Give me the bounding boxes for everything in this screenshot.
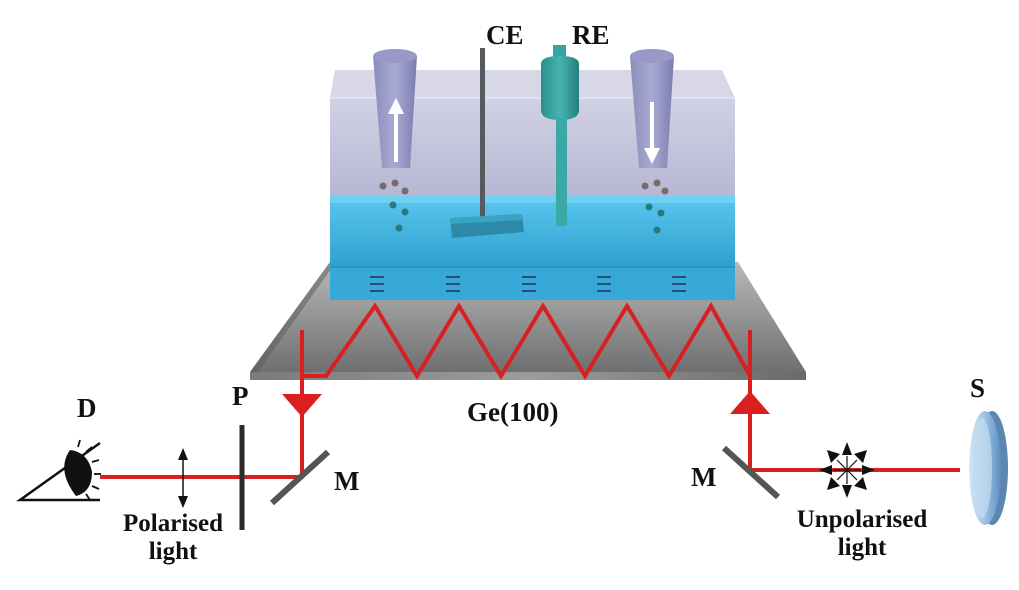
bubbles-left (379, 179, 409, 232)
cell-base-slots (370, 276, 686, 292)
outlet-tube (630, 49, 674, 168)
electrolyte-body (330, 203, 735, 268)
counter-electrode-label: CE (486, 20, 524, 50)
mirror-left (269, 449, 331, 506)
unpolarised-light-label-line1: Unpolarised (796, 506, 928, 533)
polarised-light-label-line2: light (148, 538, 198, 565)
unpolarised-light-label: Unpolarised light (780, 506, 944, 562)
inlet-tube (373, 49, 417, 168)
polarised-light-label-line1: Polarised (123, 510, 223, 537)
beam-direction-down-icon (282, 394, 322, 417)
prism-front-face (250, 372, 806, 380)
electrolyte-top (330, 196, 735, 205)
prism-left-shade (250, 262, 336, 372)
counter-electrode (450, 48, 524, 238)
beam-zigzag (300, 302, 752, 384)
detector-label: D (77, 393, 97, 423)
reference-electrode (541, 45, 579, 226)
polarised-light-label: Polarised light (108, 510, 238, 566)
substrate-label: Ge(100) (467, 397, 559, 427)
starburst-icon (819, 442, 875, 498)
mirror-right-label: M (691, 462, 717, 492)
ir-source (969, 411, 1008, 525)
reference-electrode-label: RE (572, 20, 610, 50)
polariser-label: P (232, 381, 249, 411)
beam-direction-up-icon (730, 391, 770, 414)
spectro-electrochemical-cell (330, 45, 735, 300)
mirror-right (721, 445, 781, 500)
unpolarised-light-label-line2: light (837, 534, 887, 561)
source-label: S (970, 373, 986, 403)
bubbles-right (641, 179, 669, 234)
arrow-up-icon (388, 98, 404, 162)
double-arrow-icon (178, 448, 188, 508)
eye-icon (16, 439, 101, 502)
arrow-down-icon (644, 102, 660, 164)
mirror-left-label: M (334, 466, 360, 496)
